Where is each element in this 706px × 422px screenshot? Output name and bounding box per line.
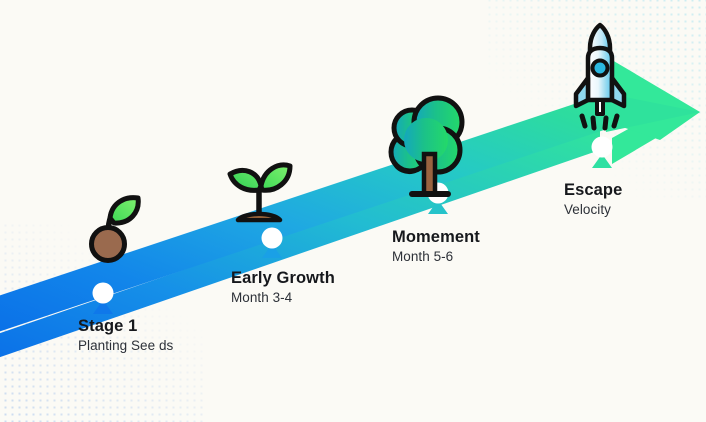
milestone-label-escape-velocity: Escape Velocity [564,181,622,218]
rocket-icon [573,22,627,131]
milestone-subtitle: Planting See ds [78,338,174,354]
growth-arrow [0,22,700,358]
milestone-label-early-growth: Early Growth Month 3-4 [231,269,335,306]
arrow-main-band [0,82,640,332]
milestone-marker-1[interactable] [92,282,114,315]
milestone-title: Momement [392,228,480,246]
milestone-title: Early Growth [231,269,335,287]
milestone-marker-2[interactable] [261,227,283,259]
seed-sprout-icon [89,195,141,263]
seedling-icon [227,162,293,223]
arrow-secondary-band [0,126,600,358]
arrowhead-icon [600,60,700,164]
milestone-title: Escape [564,181,623,199]
milestone-label-stage-1: Stage 1 Planting See ds [78,317,173,354]
milestone-marker-4[interactable] [591,136,613,169]
milestone-subtitle: Month 5-6 [392,249,454,265]
tree-icon [388,95,465,197]
milestone-subtitle: Month 3-4 [231,290,293,306]
milestone-title: Stage 1 [78,317,138,335]
milestone-label-momement: Momement Month 5-6 [392,228,480,265]
milestone-subtitle: Velocity [564,202,611,218]
